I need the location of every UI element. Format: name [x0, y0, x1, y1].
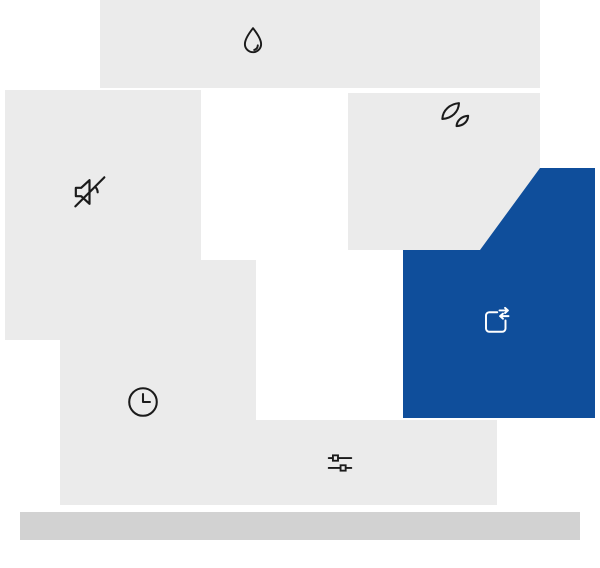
clock-icon — [124, 383, 162, 421]
remote-connect-icon — [477, 304, 513, 340]
shelf-bar — [20, 512, 580, 540]
leaves-icon — [436, 96, 474, 134]
water-drop-icon — [235, 24, 271, 60]
tile-water[interactable] — [100, 0, 540, 88]
sliders-icon — [323, 446, 357, 480]
speaker-muted-icon — [70, 172, 110, 212]
tile-settings[interactable] — [200, 420, 497, 505]
